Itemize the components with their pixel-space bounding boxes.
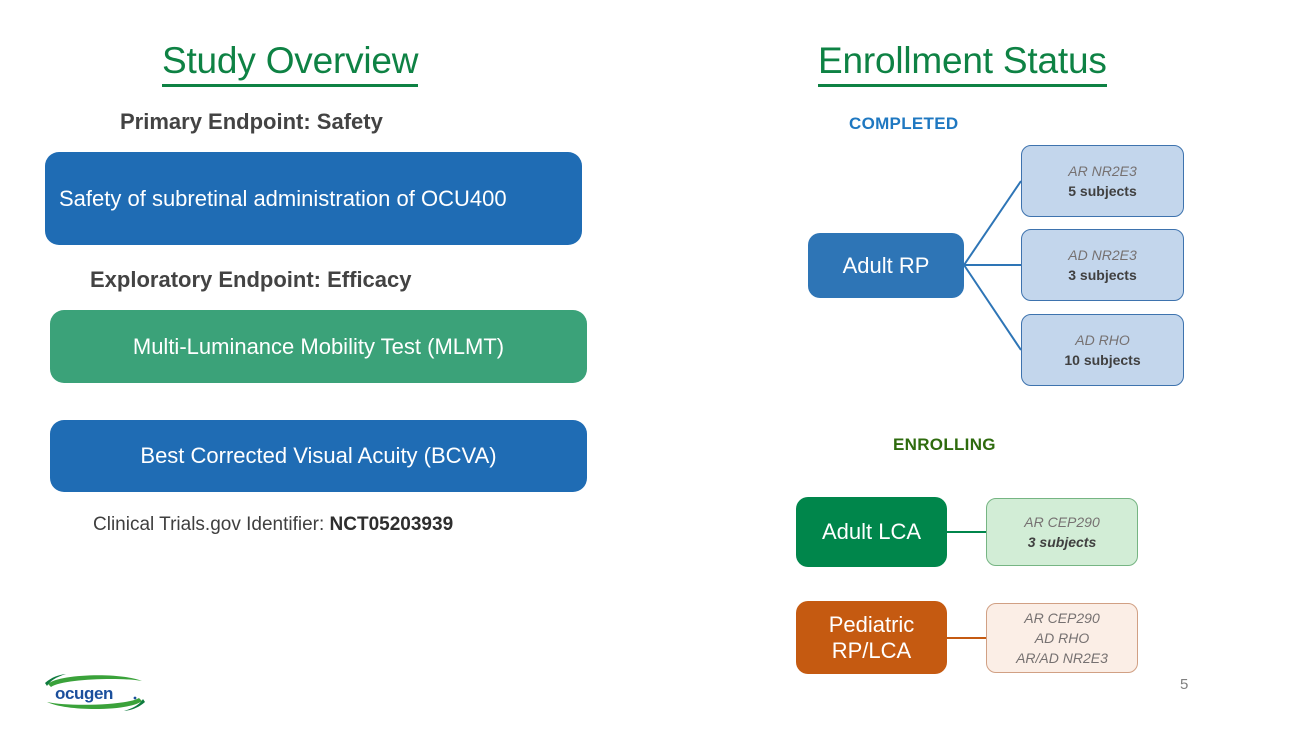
cohort-box-pediatric-genes: AR CEP290 AD RHO AR/AD NR2E3: [986, 603, 1138, 673]
connector-adult-rp-to-ad-rho: [963, 264, 1022, 351]
group-box-adult-rp-label: Adult RP: [842, 252, 930, 278]
clinical-trials-identifier-value: NCT05203939: [329, 514, 454, 535]
cohort-gene-label: AR CEP290: [1024, 609, 1100, 626]
study-overview-title-text: Study Overview: [162, 40, 418, 87]
group-box-adult-lca: Adult LCA: [796, 497, 947, 567]
svg-text:ocugen: ocugen: [55, 684, 113, 703]
enrolling-section-heading: ENROLLING: [893, 435, 996, 454]
cohort-gene-label: AD RHO: [1034, 629, 1090, 646]
cohort-box-ar-nr2e3: AR NR2E3 5 subjects: [1021, 145, 1184, 217]
page-title-study-overview: Study Overview: [162, 40, 418, 87]
group-box-pediatric-rp-lca: Pediatric RP/LCA: [796, 601, 947, 674]
group-box-pediatric-label-line1: Pediatric: [828, 612, 915, 638]
bcva-pill: Best Corrected Visual Acuity (BCVA): [50, 420, 587, 492]
primary-endpoint-label: Primary Endpoint: Safety: [120, 109, 383, 134]
page-title-enrollment-status: Enrollment Status: [818, 40, 1107, 87]
ocugen-logo: ocugen: [45, 674, 145, 711]
cohort-subject-count: 3 subjects: [1068, 267, 1137, 283]
cohort-gene-label: AR NR2E3: [1068, 162, 1137, 179]
primary-endpoint-pill: Safety of subretinal administration of O…: [45, 152, 582, 245]
cohort-gene-label: AD RHO: [1075, 331, 1130, 348]
mlmt-pill-label: Multi-Luminance Mobility Test (MLMT): [132, 333, 505, 359]
cohort-box-ad-nr2e3: AD NR2E3 3 subjects: [1021, 229, 1184, 301]
group-box-pediatric-label-line2: RP/LCA: [831, 637, 912, 663]
exploratory-endpoint-label: Exploratory Endpoint: Efficacy: [90, 267, 412, 292]
mlmt-pill: Multi-Luminance Mobility Test (MLMT): [50, 310, 587, 383]
cohort-subject-count: 5 subjects: [1068, 183, 1137, 199]
cohort-subject-count: 3 subjects: [1027, 534, 1097, 550]
bcva-pill-label: Best Corrected Visual Acuity (BCVA): [140, 443, 497, 468]
cohort-box-ad-rho: AD RHO 10 subjects: [1021, 314, 1184, 386]
cohort-gene-label: AR/AD NR2E3: [1016, 650, 1108, 667]
cohort-gene-label: AR CEP290: [1024, 513, 1100, 530]
clinical-trials-identifier-prefix: Clinical Trials.gov Identifier:: [93, 514, 330, 535]
primary-endpoint-pill-label: Safety of subretinal administration of O…: [59, 185, 507, 211]
group-box-adult-rp: Adult RP: [808, 233, 964, 298]
cohort-box-ar-cep290: AR CEP290 3 subjects: [986, 498, 1138, 566]
page-number: 5: [1180, 676, 1189, 693]
cohort-gene-label: AD NR2E3: [1068, 246, 1137, 263]
completed-section-heading: COMPLETED: [849, 114, 959, 133]
cohort-subject-count: 10 subjects: [1064, 352, 1141, 368]
group-box-adult-lca-label: Adult LCA: [821, 519, 922, 545]
enrollment-status-title-text: Enrollment Status: [818, 40, 1107, 87]
connector-adult-rp-to-ar-nr2e3: [963, 180, 1022, 266]
clinical-trials-identifier: Clinical Trials.gov Identifier: NCT05203…: [93, 514, 453, 536]
